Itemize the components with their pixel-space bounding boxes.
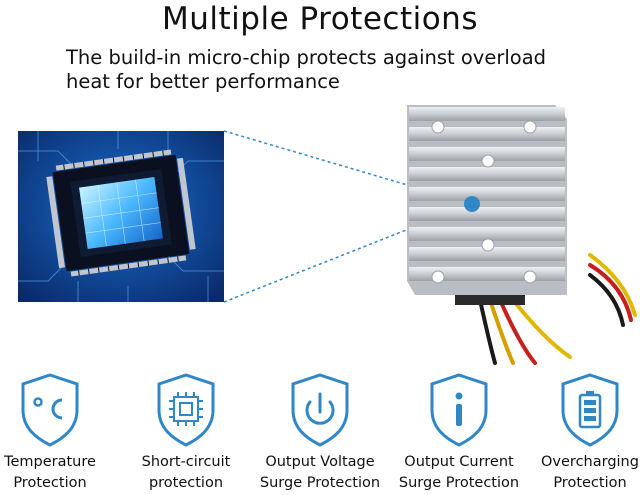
power-voltage-icon <box>291 373 349 447</box>
info-current-icon <box>430 373 488 447</box>
thermometer-celsius-icon <box>21 373 79 447</box>
subtitle: The build-in micro-chip protects against… <box>66 46 626 94</box>
short-circuit-icon <box>157 373 215 447</box>
subtitle-line-1: The build-in micro-chip protects against… <box>66 46 547 69</box>
battery-charging-icon <box>561 373 619 447</box>
subtitle-line-2: heat for better performance <box>66 70 340 93</box>
microchip-image <box>18 131 224 302</box>
converter-module-image <box>407 105 637 365</box>
page-title: Multiple Protections <box>162 1 478 37</box>
